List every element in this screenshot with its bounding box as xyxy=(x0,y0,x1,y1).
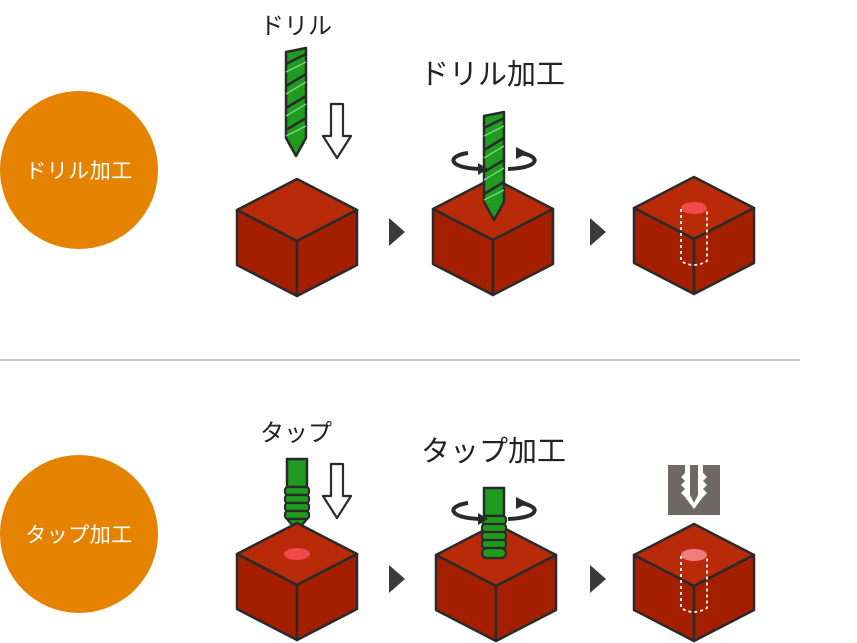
workpiece-block-1 xyxy=(235,177,359,298)
rotating-tap-icon xyxy=(480,486,508,560)
drill-tool-label: ドリル xyxy=(260,12,332,40)
workpiece-block-3 xyxy=(235,521,359,642)
next-step-arrow-icon xyxy=(389,218,405,246)
drilling-process-label: ドリル加工 xyxy=(420,57,566,91)
drilling-badge: ドリル加工 xyxy=(0,91,158,249)
drilled-block xyxy=(632,175,756,296)
drill-bit-icon xyxy=(284,46,308,158)
tapped-block xyxy=(632,522,756,643)
next-step-arrow-icon xyxy=(590,565,606,593)
next-step-arrow-icon xyxy=(389,565,405,593)
next-step-arrow-icon xyxy=(590,218,606,246)
tap-tool-label: タップ xyxy=(260,419,332,447)
downward-arrow-icon xyxy=(321,462,353,520)
tapping-process-label: タップ加工 xyxy=(421,434,567,468)
rotating-drill-icon xyxy=(482,110,506,222)
downward-arrow-icon xyxy=(321,102,353,160)
thread-symbol-icon xyxy=(668,465,720,515)
tap-tool-icon xyxy=(283,457,311,533)
tapping-badge: タップ加工 xyxy=(0,455,158,613)
section-divider xyxy=(0,359,800,361)
